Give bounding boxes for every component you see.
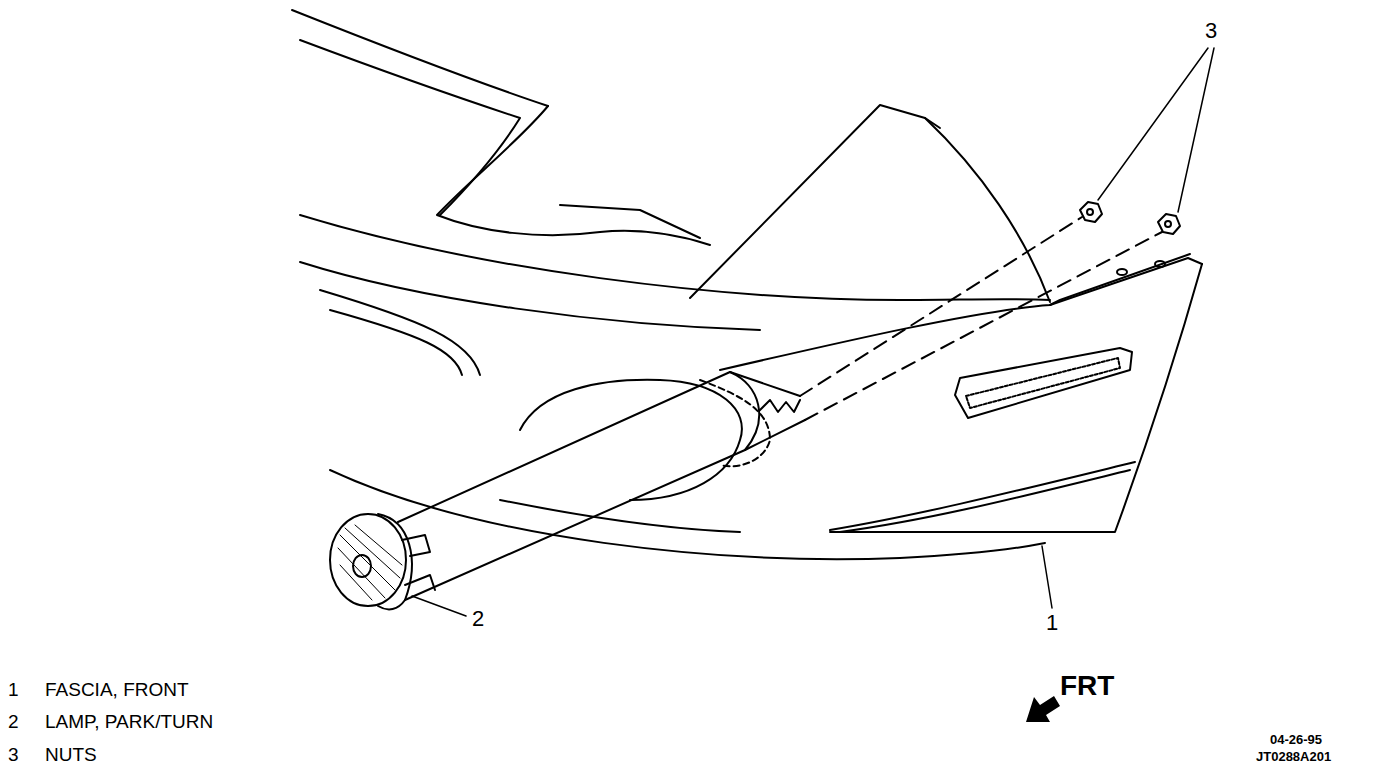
nut-hole (1087, 209, 1093, 215)
recess-floor (560, 205, 700, 238)
callout-number: 1 (1046, 612, 1058, 634)
body-line-upper (300, 215, 1050, 300)
legend-number: 2 (8, 712, 19, 731)
lamp-lens (330, 514, 406, 606)
lamp-opening (520, 380, 742, 500)
stud-centerline (805, 232, 1162, 420)
direction-label: FRT (1060, 672, 1114, 700)
nut-hole (1165, 221, 1171, 227)
hood-edge (292, 10, 548, 106)
stud-centerline (800, 217, 1082, 396)
side-crease (320, 290, 480, 375)
fender-lip (925, 118, 940, 128)
lamp-thread (760, 400, 800, 412)
lamp-housing (398, 372, 759, 600)
mount-hole (1117, 269, 1127, 275)
date-stamp: 04-26-95 (1270, 733, 1322, 746)
side-crease-2 (330, 310, 462, 375)
side-marker-slot (955, 348, 1132, 418)
lamp-rim (378, 514, 412, 609)
part-name: LAMP, PARK/TURN (45, 712, 213, 731)
drawing-number: JT0288A201 (1256, 750, 1331, 763)
side-marker-lens (966, 358, 1120, 408)
leader-line (1042, 546, 1052, 608)
bumper-bottom (330, 470, 1045, 559)
fascia-lower-crease (830, 462, 1135, 530)
lamp-lens-hatch (338, 525, 402, 600)
leader-line (1178, 48, 1214, 212)
callout-number: 2 (472, 608, 484, 630)
legend-number: 1 (8, 680, 19, 699)
fascia-face (830, 264, 1202, 532)
part-name: FASCIA, FRONT (45, 680, 189, 699)
fascia-lower-crease-2 (840, 470, 1130, 532)
hood-inner-edge (300, 40, 520, 215)
leader-line (412, 596, 466, 616)
leader-line (1098, 48, 1208, 200)
lamp-studs (730, 372, 805, 450)
nut (1080, 202, 1102, 222)
part-name: NUTS (45, 745, 97, 764)
mount-hole (1155, 261, 1165, 267)
legend-number: 3 (8, 745, 19, 764)
callout-number: 3 (1205, 20, 1217, 42)
headlamp-recess (437, 106, 710, 245)
lamp-clip (402, 535, 435, 590)
nut (1158, 214, 1180, 234)
front-arrow (1026, 696, 1060, 722)
